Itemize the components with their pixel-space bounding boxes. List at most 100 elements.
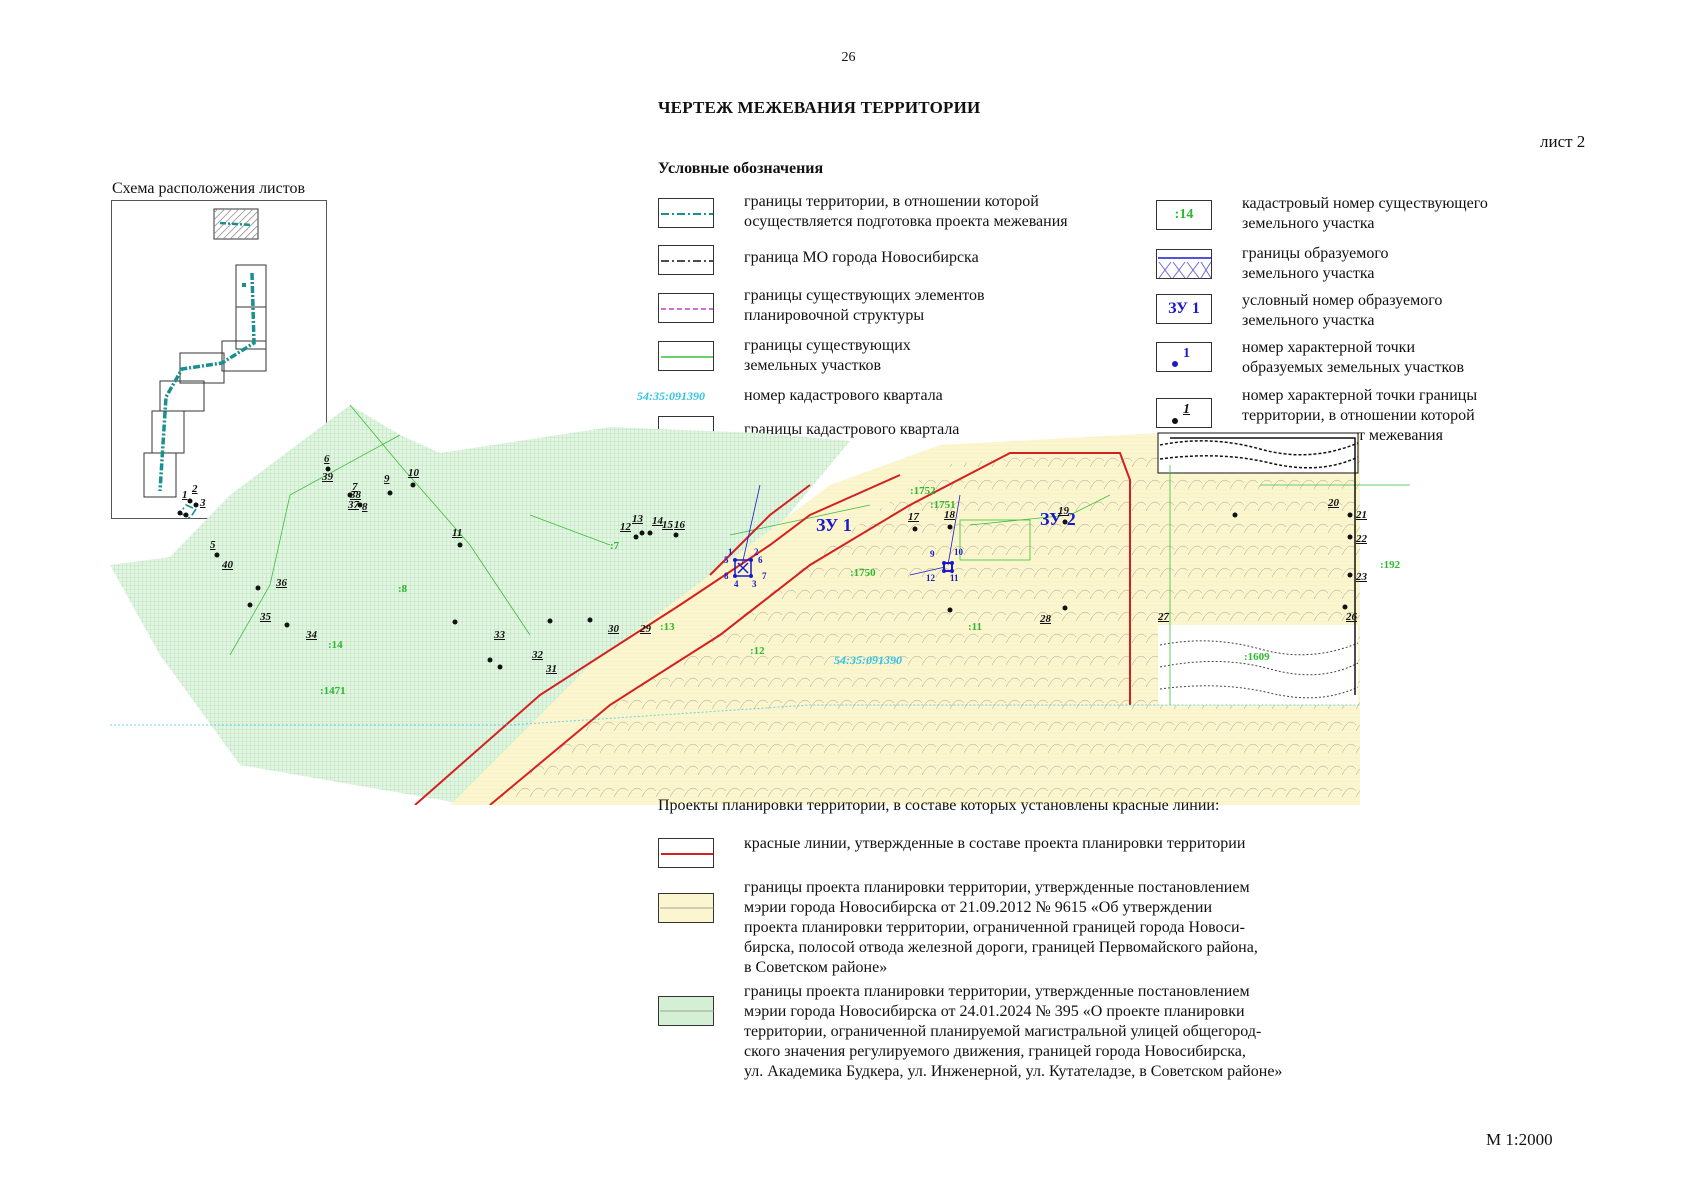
scheme-title: Схема расположения листов [112, 180, 306, 197]
legend-text-existing-parcels: границы существующих земельных участков [744, 337, 911, 374]
map-point-23: 23 [1356, 571, 1367, 583]
map-point-31: 31 [546, 663, 557, 675]
map-point-39: 39 [322, 471, 333, 483]
map-cadastral-quarter-label: 54:35:091390 [834, 653, 902, 667]
map-parcel-1752: :1752 [910, 485, 936, 497]
map-point-3: 3 [200, 497, 206, 509]
map-parcel-1609: :1609 [1244, 651, 1270, 663]
map-zu-point-2: 2 [754, 547, 759, 557]
map-zu-point-8: 8 [724, 571, 729, 581]
legend-swatch-yellow-project [658, 893, 714, 923]
legend-sample-new-parcel-number: ЗУ 1 [1156, 294, 1212, 324]
map-scale: М 1:2000 [1486, 1130, 1553, 1149]
map-point-32: 32 [532, 649, 543, 661]
legend-sample-blue-point: 1 [1183, 346, 1190, 361]
legend-text-new-parcel: границы образуемого земельного участка [1242, 245, 1389, 282]
map-point-11: 11 [452, 527, 463, 539]
map-point-1: 1 [182, 489, 188, 501]
map-zu-point-3: 3 [752, 579, 757, 589]
map-point-27: 27 [1158, 611, 1169, 623]
legend-text-cadastral-quarter: номер кадастрового квартала [744, 387, 943, 404]
legend-text-new-parcel-point: номер характерной точки образуемых земел… [1242, 339, 1464, 376]
legend-swatch-new-parcel-point: 1 [1156, 342, 1212, 372]
map-zu-point-9: 9 [930, 549, 935, 559]
map-zu-point-10: 10 [954, 547, 963, 557]
sheet-layout-drawing [143, 208, 267, 498]
map-parcel-192: :192 [1380, 559, 1401, 571]
map-point-7: 7 [352, 481, 358, 493]
legend-heading: Условные обозначения [658, 160, 824, 177]
drawing-title: ЧЕРТЕЖ МЕЖЕВАНИЯ ТЕРРИТОРИИ [658, 98, 981, 117]
legend-swatch-red-lines [658, 838, 714, 868]
map-point-19: 19 [1058, 505, 1069, 517]
map-point-36: 36 [276, 577, 287, 589]
map-point-34: 34 [306, 629, 317, 641]
legend-sample-parcel-number: :14 [1156, 200, 1212, 230]
map-point-2: 2 [192, 483, 198, 495]
map-point-15: 15 [662, 519, 673, 531]
legend-text-red-lines: красные линии, утвержденные в составе пр… [744, 835, 1246, 852]
map-parcel-14: :14 [328, 639, 343, 651]
legend-text-parcel-number: кадастровый номер существующего земельно… [1242, 195, 1488, 232]
map-zu-point-4: 4 [734, 579, 739, 589]
legend-text-project-boundary: границы территории, в отношении которой … [744, 193, 1068, 230]
map-label-zu2: ЗУ 2 [1040, 509, 1076, 529]
legend-text-new-parcel-number: условный номер образуемого земельного уч… [1242, 292, 1443, 329]
legend-sample-black-point: 1 [1183, 402, 1190, 417]
map-point-18: 18 [944, 509, 955, 521]
legend-swatch-existing-parcels [658, 341, 714, 371]
map-point-40: 40 [222, 559, 233, 571]
legend-text-green-project: границы проекта планировки территории, у… [744, 983, 1283, 1080]
map-parcel-1750: :1750 [850, 567, 876, 579]
map-point-6: 6 [324, 453, 330, 465]
map-point-30: 30 [608, 623, 619, 635]
map-point-17: 17 [908, 511, 919, 523]
map-zu-point-11: 11 [950, 573, 959, 583]
map-parcel-8: :8 [398, 583, 408, 595]
page-number: 26 [841, 50, 856, 65]
map-point-22: 22 [1356, 533, 1367, 545]
map-point-5: 5 [210, 539, 216, 551]
map-point-37: 37 [348, 499, 359, 511]
map-parcel-1751: :1751 [930, 499, 956, 511]
legend-text-boundary-point: номер характерной точки границы территор… [1242, 387, 1478, 444]
legend-swatch-boundary-point: 1 [1156, 398, 1212, 428]
map-point-26: 26 [1346, 611, 1357, 623]
legend-swatch-city-boundary [658, 245, 714, 275]
map-point-33: 33 [494, 629, 505, 641]
legend-swatch-project-boundary [658, 198, 714, 228]
sheet-layout-scheme [111, 200, 327, 519]
map-point-29: 29 [640, 623, 651, 635]
map-point-10: 10 [408, 467, 419, 479]
map-parcel-13: :13 [660, 621, 675, 633]
map-parcel-11: :11 [968, 621, 983, 633]
map-zu-point-7: 7 [762, 571, 767, 581]
legend-swatch-new-parcel [1156, 249, 1212, 279]
map-point-9: 9 [384, 473, 390, 485]
map-zu-point-12: 12 [926, 573, 935, 583]
map-point-38: 38 [350, 489, 361, 501]
map-zu-point-5: 5 [724, 555, 729, 565]
map-zu-point-6: 6 [758, 555, 763, 565]
map-point-12: 12 [620, 521, 631, 533]
map-point-8: 8 [362, 501, 368, 513]
map-zu-point-1: 1 [728, 547, 733, 557]
map-point-28: 28 [1040, 613, 1051, 625]
legend-text-yellow-project: границы проекта планировки территории, у… [744, 879, 1258, 976]
legend-swatch-planning-structure [658, 293, 714, 323]
legend-text-city-boundary: граница МО города Новосибирска [744, 249, 979, 266]
map-parcel-7: :7 [610, 540, 620, 552]
cadastral-map: 54:35:091390 ЗУ 1 ЗУ 2 :1471 :14 :8 :7 :… [110, 404, 1470, 810]
map-point-14: 14 [652, 515, 663, 527]
map-point-35: 35 [260, 611, 271, 623]
map-point-13: 13 [632, 513, 643, 525]
map-point-20: 20 [1328, 497, 1339, 509]
map-label-zu1: ЗУ 1 [816, 515, 852, 535]
map-drawing [110, 404, 1410, 806]
map-parcel-1471: :1471 [320, 685, 346, 697]
map-point-16: 16 [674, 519, 685, 531]
legend-swatch-green-project [658, 996, 714, 1026]
map-point-21: 21 [1356, 509, 1367, 521]
legend-text-planning-structure: границы существующих элементов планирово… [744, 287, 985, 324]
map-parcel-12: :12 [750, 645, 765, 657]
